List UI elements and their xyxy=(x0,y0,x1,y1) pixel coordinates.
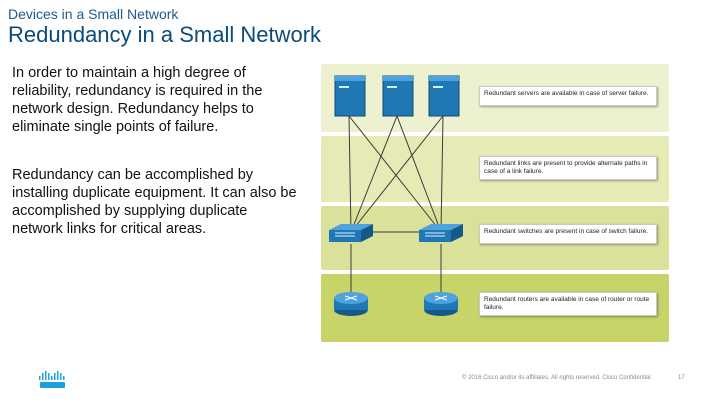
paragraph-reliability: In order to maintain a high degree of re… xyxy=(12,65,263,135)
paragraph-accomplish: Redundancy can be accomplished by instal… xyxy=(12,167,297,237)
redundancy-diagram: Redundant servers are available in case … xyxy=(321,64,669,342)
callout-servers: Redundant servers are available in case … xyxy=(479,86,657,106)
copyright-text: © 2016 Cisco and/or its affiliates. All … xyxy=(462,375,651,381)
page-title: Redundancy in a Small Network xyxy=(8,22,322,47)
server-icon xyxy=(382,75,414,117)
server-icon xyxy=(428,75,460,117)
cisco-logo xyxy=(39,371,65,388)
switch-icon xyxy=(329,224,373,242)
callout-switches: Redundant switches are present in case o… xyxy=(479,224,657,244)
network-topology xyxy=(329,75,463,316)
section-subtitle: Devices in a Small Network xyxy=(8,6,179,22)
callout-links: Redundant links are present to provide a… xyxy=(479,156,657,180)
router-icon xyxy=(334,292,368,316)
switch-icon xyxy=(419,224,463,242)
callout-routers: Redundant routers are available in case … xyxy=(479,292,657,316)
page-number: 17 xyxy=(678,375,685,381)
router-icon xyxy=(424,292,458,316)
server-icon xyxy=(334,75,366,117)
